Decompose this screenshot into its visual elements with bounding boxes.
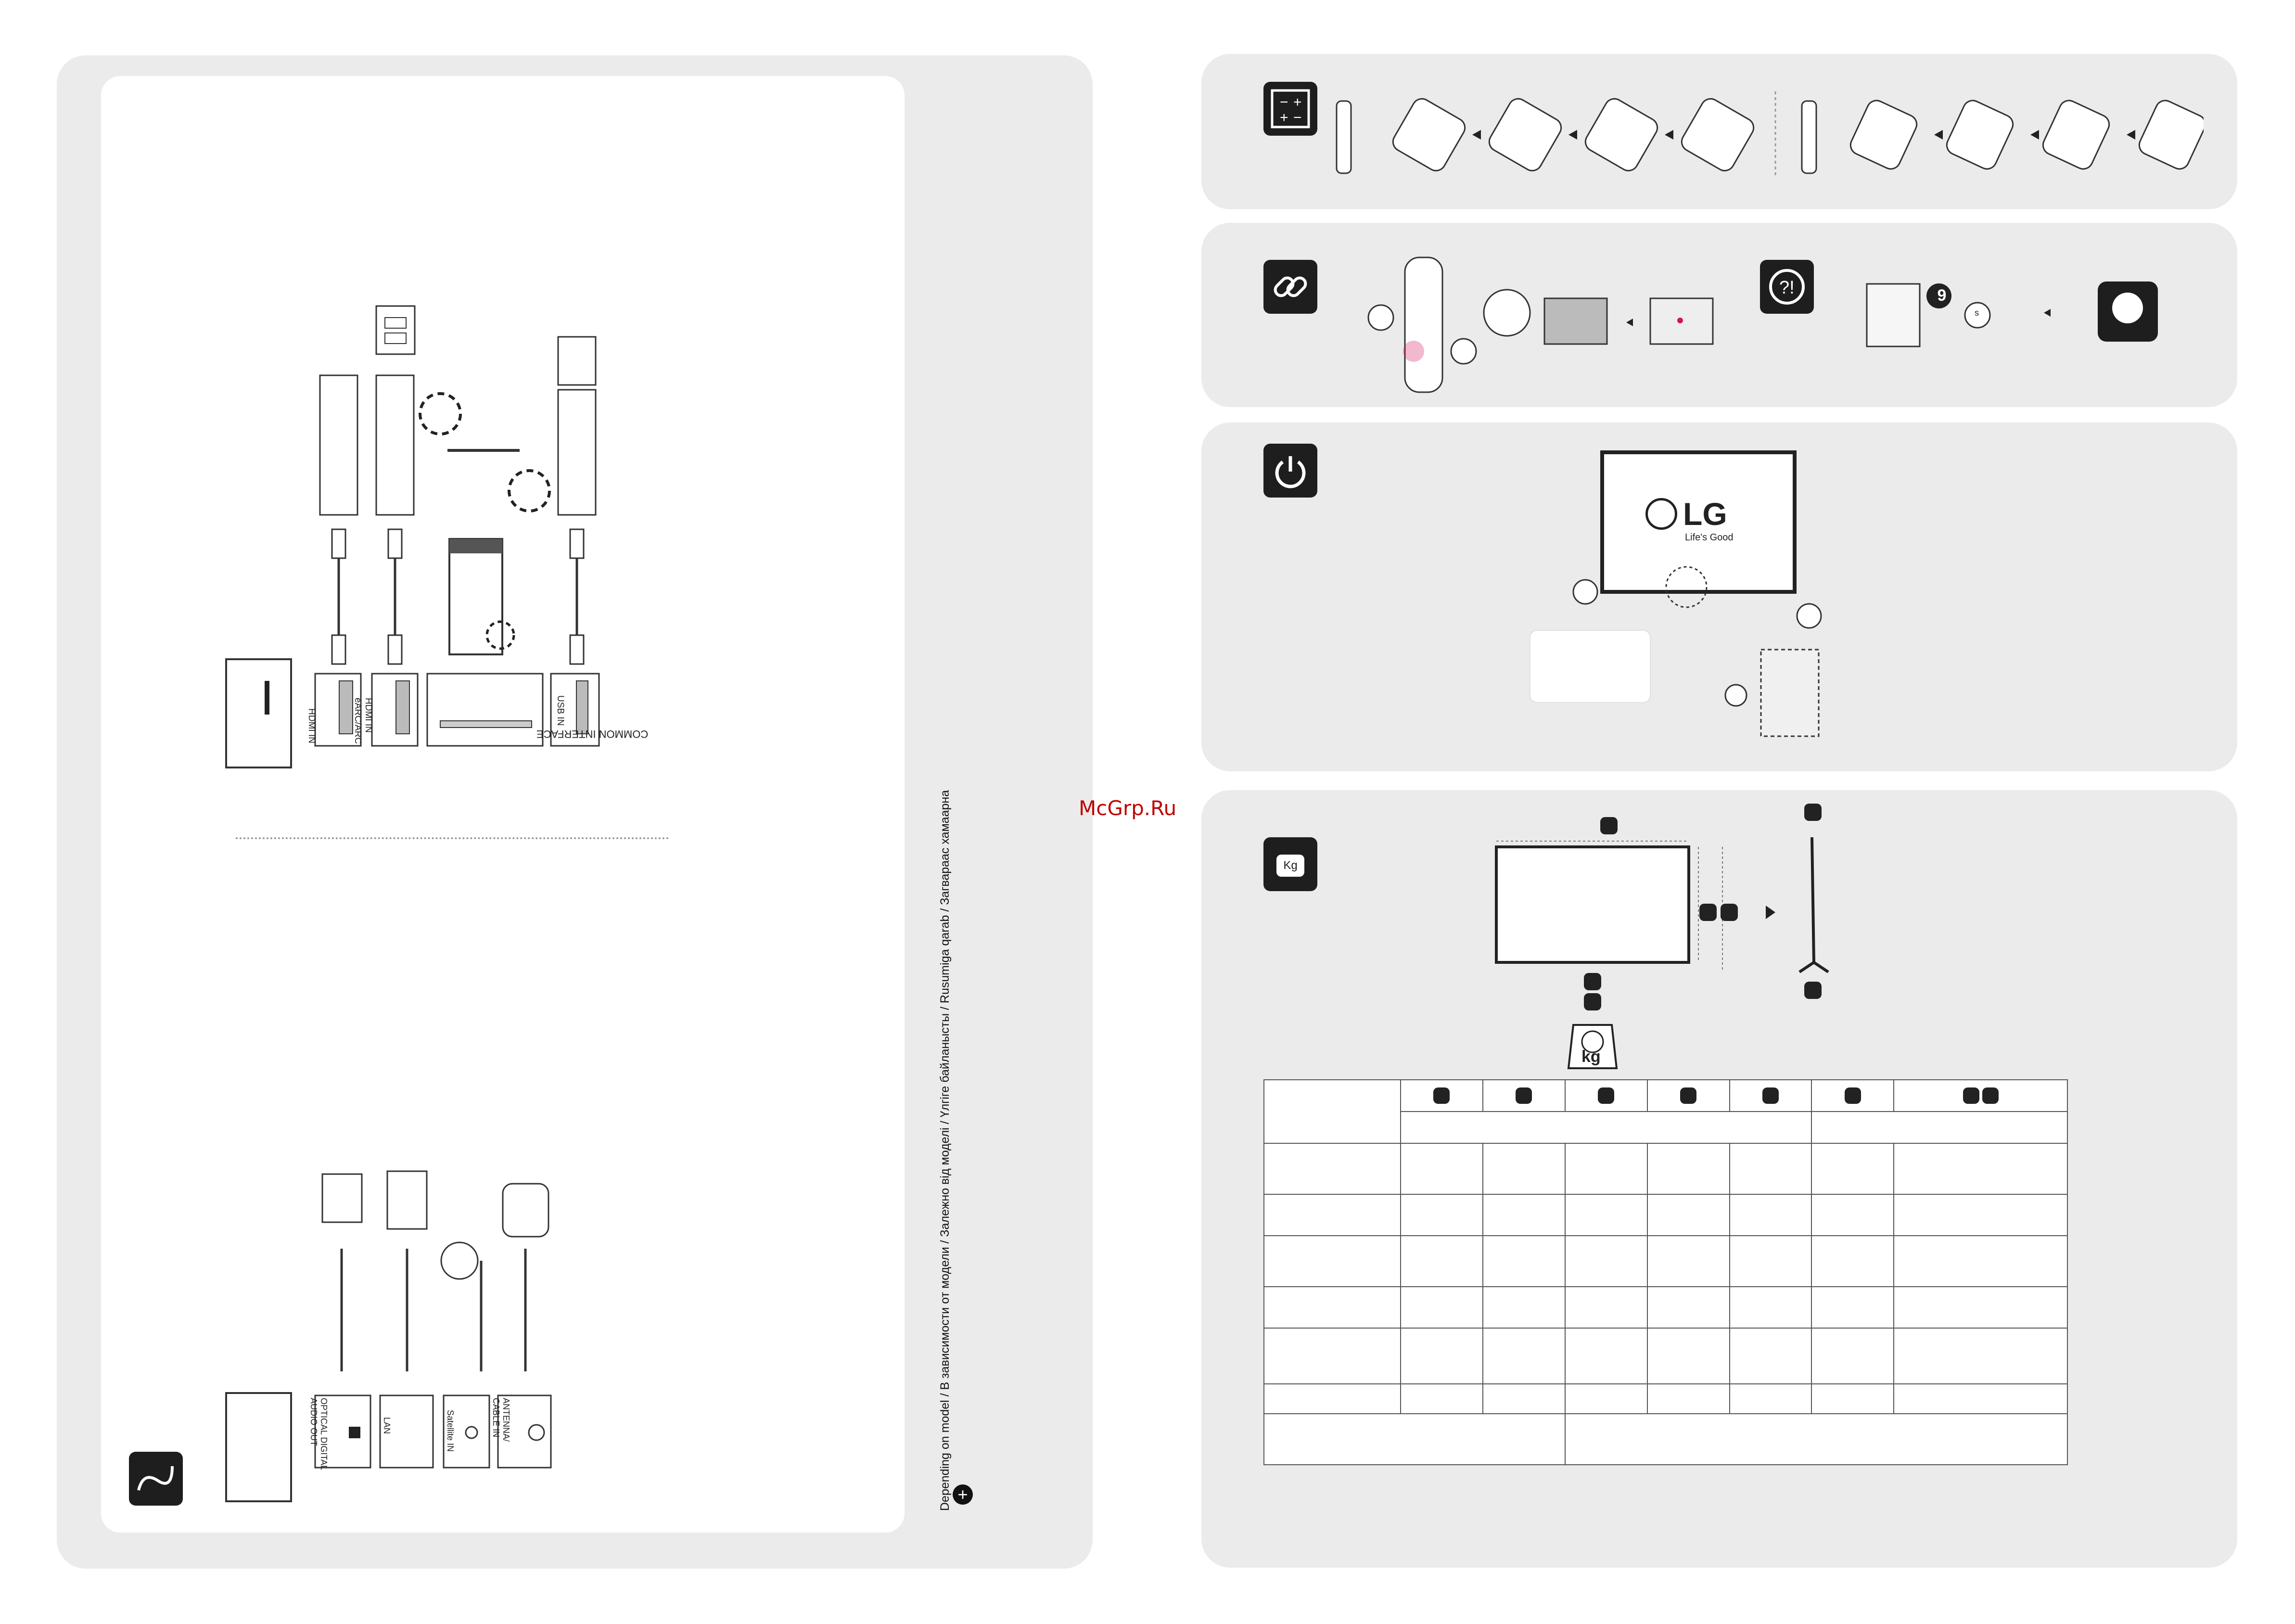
timer-unit: s <box>1975 308 1979 318</box>
power-icon <box>1263 444 1317 498</box>
lg-tagline: Life's Good <box>1685 532 1734 543</box>
lg-logo-mark <box>1645 498 1677 530</box>
model-footnote: Depending on model / В зависимости от мо… <box>938 790 952 1511</box>
battery-steps <box>1336 91 2204 178</box>
lg-brand-text: LG <box>1683 496 1727 532</box>
dim-badge <box>1433 1087 1450 1104</box>
dim-badge <box>1516 1087 1532 1104</box>
port-label-lan: LAN <box>382 1417 392 1434</box>
watermark: McGrp.Ru <box>1079 796 1177 820</box>
pairing-steps <box>1367 256 1714 393</box>
svg-text:−: − <box>1293 110 1302 126</box>
port-label-hdmi-earc: HDMI IN eARC/ARC <box>353 698 373 744</box>
connections-diagram-top <box>225 305 600 768</box>
tv-power-illustration <box>1530 450 1822 737</box>
connections-card <box>101 76 905 1533</box>
dim-badge <box>1844 1087 1861 1104</box>
port-label-satellite: Satellite IN <box>446 1410 455 1452</box>
svg-text:+: + <box>1293 94 1302 110</box>
support-steps <box>1866 281 2158 347</box>
dim-badge <box>1762 1087 1779 1104</box>
help-icon: ?! <box>1760 260 1814 314</box>
section-divider <box>236 837 669 839</box>
plus-icon: + <box>953 1484 973 1505</box>
weight-icon: Kg <box>1263 837 1317 891</box>
dimensions-diagram <box>1495 804 1829 1069</box>
connections-diagram-bottom <box>225 1170 552 1502</box>
dim-badge <box>1963 1087 1979 1104</box>
svg-text:+: + <box>1280 110 1288 126</box>
link-icon <box>1263 260 1317 314</box>
battery-icon: −+ +− <box>1263 82 1317 136</box>
svg-text:?!: ?! <box>1779 278 1795 298</box>
port-label-common-interface: COMMON INTERFACE <box>536 728 649 740</box>
port-label-hdmi-in: HDMI IN <box>306 708 317 743</box>
dim-badge <box>1680 1087 1697 1104</box>
dim-badge <box>1982 1087 1999 1104</box>
cable-icon <box>129 1452 183 1506</box>
dimensions-table <box>1263 1079 2068 1465</box>
port-label-antenna: ANTENNA/ CABLE IN <box>491 1398 511 1442</box>
svg-text:−: − <box>1280 94 1288 110</box>
scale-label: kg <box>1581 1048 1601 1066</box>
dim-badge <box>1598 1087 1615 1104</box>
lg-logo: LG Life's Good <box>1645 496 1734 543</box>
weight-icon-label: Kg <box>1276 855 1304 877</box>
remote-digit-badge: 9 <box>1937 286 1947 305</box>
port-label-usb-in: USB IN <box>555 695 565 726</box>
port-label-optical: OPTICAL DIGITAL AUDIO OUT <box>309 1398 329 1470</box>
